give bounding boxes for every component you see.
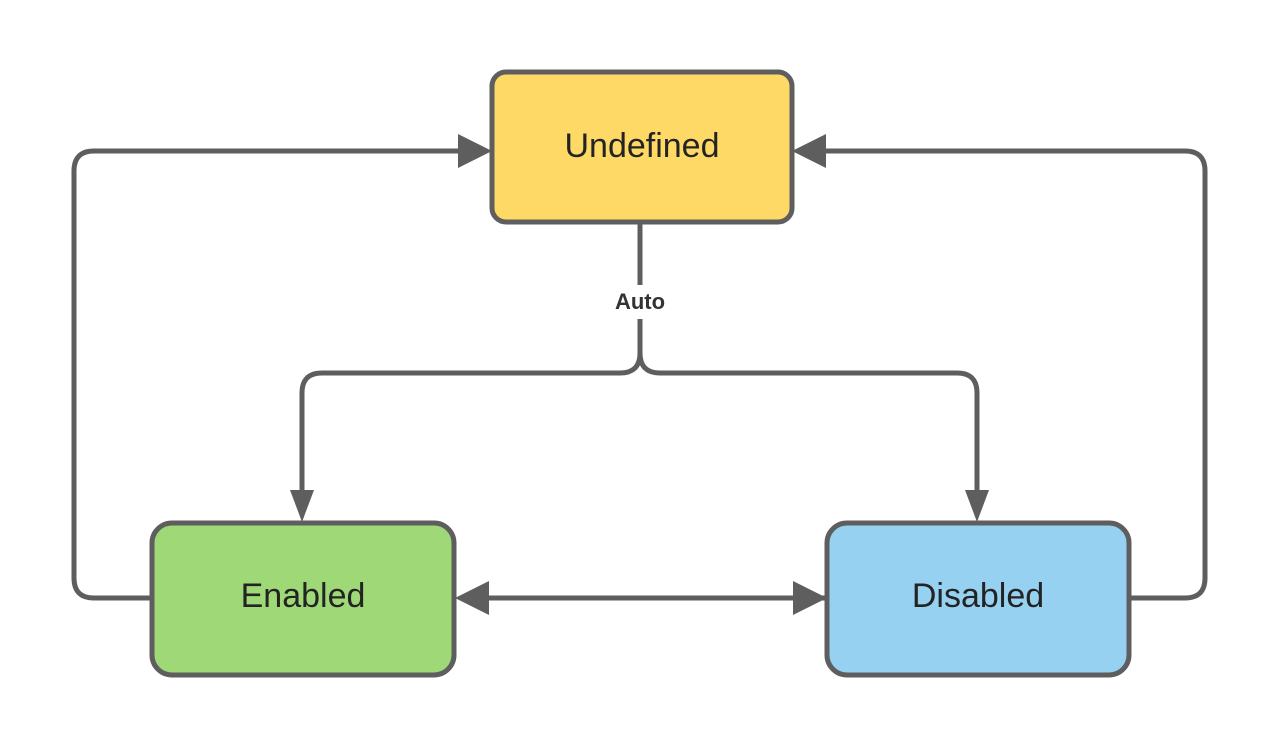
edge-branch-to-enabled — [299, 352, 643, 492]
node-enabled-label: Enabled — [241, 577, 366, 615]
edge-line-enabled-to-undefined — [71, 148, 462, 601]
node-disabled-shape[interactable] — [824, 520, 1132, 678]
node-disabled-label: Disabled — [912, 577, 1044, 615]
node-disabled[interactable]: Disabled — [824, 520, 1132, 678]
node-enabled[interactable]: Enabled — [149, 520, 457, 678]
edge-label-auto-text: Auto — [615, 289, 665, 314]
arrowhead-down-to-disabled — [965, 490, 989, 522]
arrowhead-right-to-undefined — [458, 134, 492, 168]
node-enabled-shape[interactable] — [149, 520, 457, 678]
edge-branch-to-disabled — [637, 352, 980, 492]
arrowhead-right-to-disabled — [793, 581, 827, 615]
edge-line-disabled-to-undefined — [822, 148, 1208, 601]
edge-enabled-to-undefined — [71, 134, 492, 601]
node-undefined-label: Undefined — [564, 127, 719, 165]
arrowhead-left-to-enabled — [455, 581, 489, 615]
edge-label-auto-background — [598, 285, 682, 319]
edge-undefined-to-children — [290, 222, 989, 522]
node-undefined-shape[interactable] — [489, 69, 795, 225]
arrowhead-down-to-enabled — [290, 490, 314, 522]
edge-disabled-to-undefined — [792, 134, 1208, 601]
edge-label-auto: Auto — [598, 285, 682, 319]
arrowhead-left-to-undefined — [792, 134, 826, 168]
node-undefined[interactable]: Undefined — [489, 69, 795, 225]
